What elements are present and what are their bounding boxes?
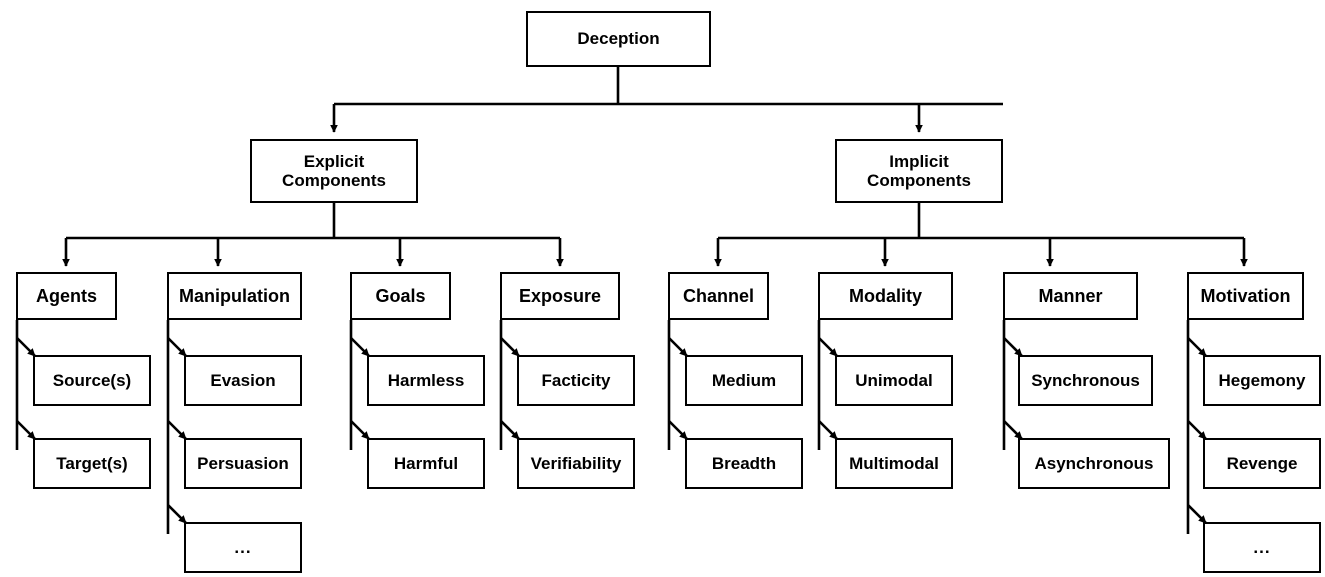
node-hegemony[interactable]: Hegemony — [1203, 355, 1321, 406]
node-deception[interactable]: Deception — [526, 11, 711, 67]
node-harmful[interactable]: Harmful — [367, 438, 485, 489]
node-agents[interactable]: Agents — [16, 272, 117, 320]
node-goals-label: Goals — [375, 285, 426, 306]
edge-agents-to-targets — [16, 420, 36, 440]
node-persuasion[interactable]: Persuasion — [184, 438, 302, 489]
edge-manipulation-to-evasion — [167, 337, 187, 357]
node-facticity[interactable]: Facticity — [517, 355, 635, 406]
node-manner-label: Manner — [1038, 285, 1103, 306]
edge-channel-to-breadth — [668, 420, 688, 440]
node-explicit-components-label-line1: Explicit — [303, 151, 365, 171]
node-modality[interactable]: Modality — [818, 272, 953, 320]
edge-manner-to-synchronous — [1003, 337, 1023, 357]
edge-manipulation-to-persuasion — [167, 420, 187, 440]
node-implicit-components-label-line1: Implicit — [889, 151, 949, 171]
edge-motivation-to-more — [1187, 504, 1207, 524]
node-persuasion-label: Persuasion — [197, 453, 289, 473]
edge-exposure-to-verifiability — [500, 420, 520, 440]
node-motivation-more[interactable]: ... — [1203, 522, 1321, 573]
node-breadth[interactable]: Breadth — [685, 438, 803, 489]
node-sources-label: Source(s) — [52, 370, 132, 390]
node-targets-label: Target(s) — [56, 453, 128, 473]
node-breadth-label: Breadth — [711, 453, 777, 473]
node-motivation[interactable]: Motivation — [1187, 272, 1304, 320]
edge-modality-to-unimodal — [818, 337, 838, 357]
node-evasion[interactable]: Evasion — [184, 355, 302, 406]
node-medium[interactable]: Medium — [685, 355, 803, 406]
node-manipulation-more[interactable]: ... — [184, 522, 302, 573]
node-explicit-components-label-line2: Components — [282, 171, 386, 190]
node-facticity-label: Facticity — [541, 370, 611, 390]
node-modality-label: Modality — [848, 285, 922, 306]
node-manipulation-label: Manipulation — [179, 285, 290, 306]
node-motivation-more-label: ... — [1253, 537, 1271, 557]
node-medium-label: Medium — [711, 370, 777, 390]
node-manipulation-more-label: ... — [234, 537, 252, 557]
node-verifiability-label: Verifiability — [530, 453, 622, 473]
node-unimodal-label: Unimodal — [855, 370, 933, 390]
node-goals[interactable]: Goals — [350, 272, 451, 320]
edge-agents-to-sources — [16, 337, 36, 357]
node-multimodal[interactable]: Multimodal — [835, 438, 953, 489]
node-exposure[interactable]: Exposure — [500, 272, 620, 320]
node-harmful-label: Harmful — [393, 453, 459, 473]
node-targets[interactable]: Target(s) — [33, 438, 151, 489]
edge-motivation-to-hegemony — [1187, 337, 1207, 357]
node-motivation-label: Motivation — [1200, 285, 1291, 306]
node-hegemony-label: Hegemony — [1218, 370, 1306, 390]
node-explicit-components[interactable]: Explicit Components — [250, 139, 418, 203]
edge-goals-to-harmful — [350, 420, 370, 440]
node-implicit-components[interactable]: Implicit Components — [835, 139, 1003, 203]
node-synchronous[interactable]: Synchronous — [1018, 355, 1153, 406]
edge-channel-to-medium — [668, 337, 688, 357]
node-evasion-label: Evasion — [210, 370, 276, 390]
edge-exposure-to-facticity — [500, 337, 520, 357]
edge-manner-to-asynchronous — [1003, 420, 1023, 440]
node-revenge-label: Revenge — [1226, 453, 1298, 473]
node-harmless[interactable]: Harmless — [367, 355, 485, 406]
node-revenge[interactable]: Revenge — [1203, 438, 1321, 489]
edge-modality-to-multimodal — [818, 420, 838, 440]
node-sources[interactable]: Source(s) — [33, 355, 151, 406]
node-channel-label: Channel — [682, 285, 754, 306]
node-multimodal-label: Multimodal — [849, 453, 939, 473]
edge-motivation-to-revenge — [1187, 420, 1207, 440]
node-verifiability[interactable]: Verifiability — [517, 438, 635, 489]
node-manner[interactable]: Manner — [1003, 272, 1138, 320]
edge-goals-to-harmless — [350, 337, 370, 357]
node-manipulation[interactable]: Manipulation — [167, 272, 302, 320]
node-agents-label: Agents — [35, 285, 97, 306]
node-implicit-components-label-line2: Components — [867, 171, 971, 190]
node-unimodal[interactable]: Unimodal — [835, 355, 953, 406]
node-channel[interactable]: Channel — [668, 272, 769, 320]
node-exposure-label: Exposure — [518, 285, 602, 306]
node-deception-label: Deception — [577, 29, 660, 49]
node-asynchronous[interactable]: Asynchronous — [1018, 438, 1170, 489]
node-asynchronous-label: Asynchronous — [1034, 453, 1154, 473]
edge-manipulation-to-more — [167, 504, 187, 524]
node-harmless-label: Harmless — [387, 370, 465, 390]
node-synchronous-label: Synchronous — [1031, 370, 1140, 390]
